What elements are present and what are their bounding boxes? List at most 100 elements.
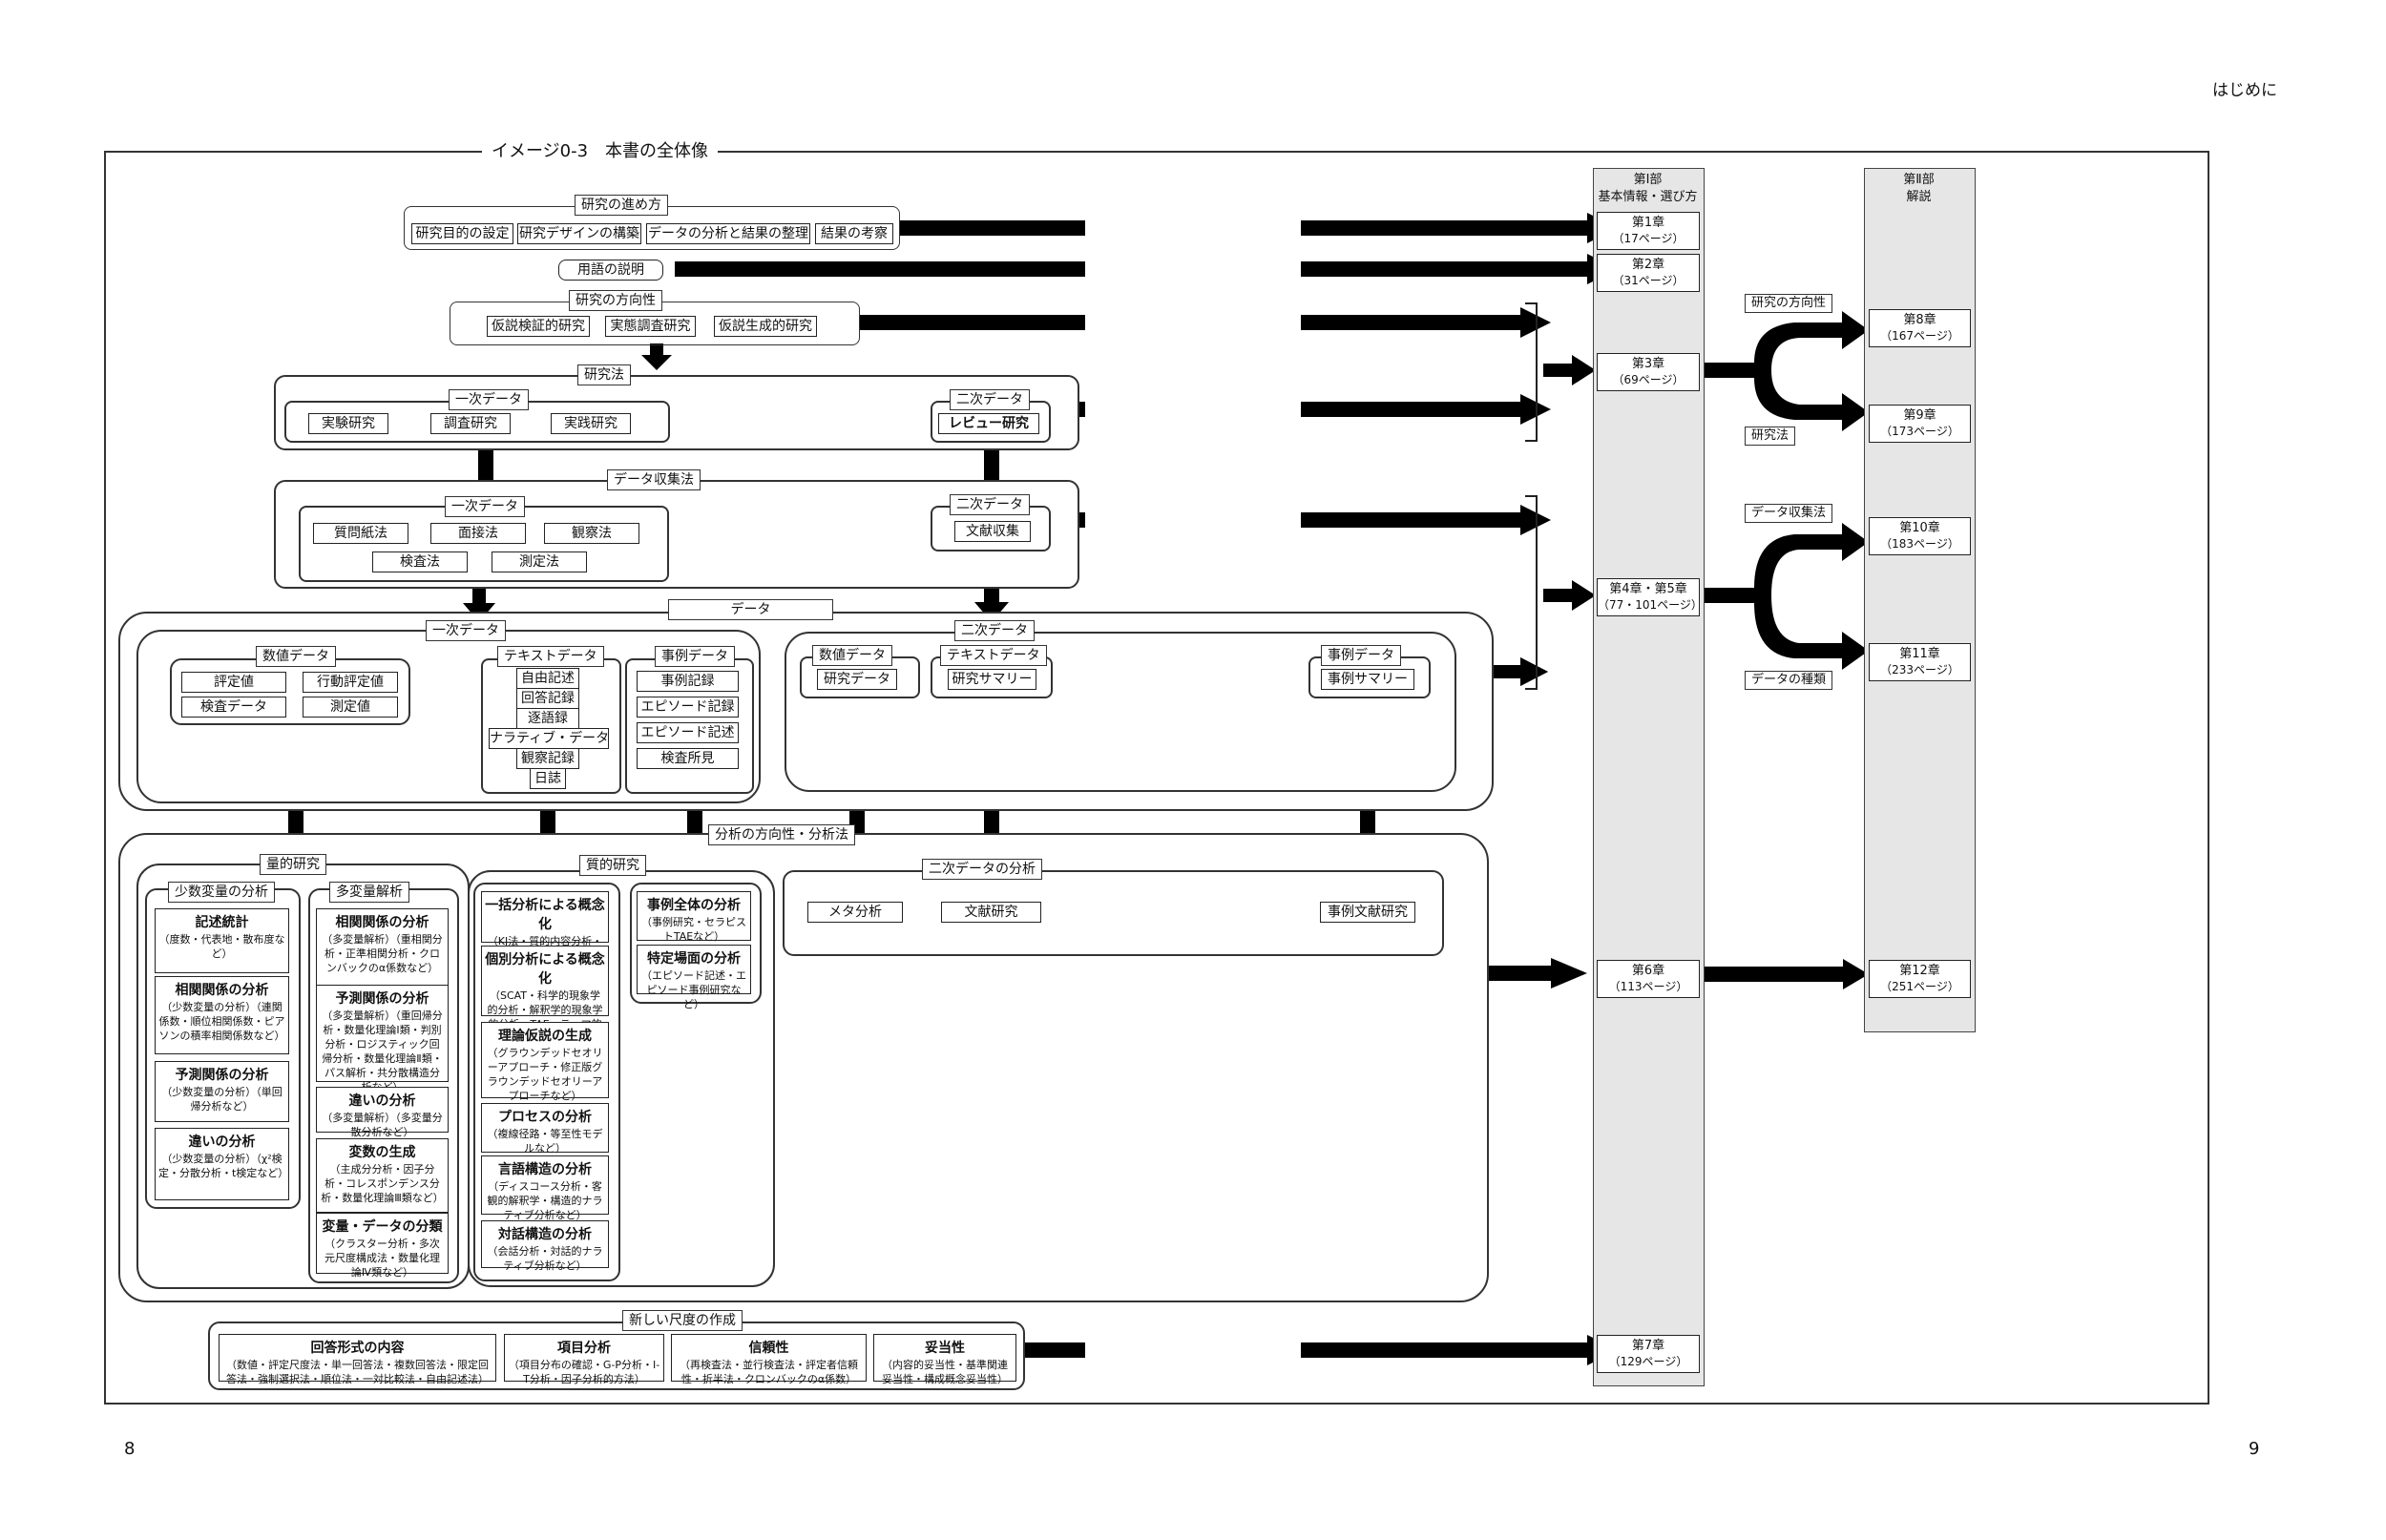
qual-block-4-title: プロセスの分析 xyxy=(498,1110,592,1125)
qual-case-block-2: 特定場面の分析（エピソード記述・エピソード事例研究など） xyxy=(637,945,751,1010)
analysis-header: 分析の方向性・分析法 xyxy=(708,824,855,845)
qual-block-4: プロセスの分析 （複線径路・等至性モデルなど） xyxy=(481,1103,609,1155)
chapter-3-box[interactable]: 第3章（69ページ） xyxy=(1597,353,1700,391)
sec-analysis-item-1: メタ分析 xyxy=(807,902,903,923)
numeric-item-3: 検査データ xyxy=(181,697,286,718)
few-var-block-1-title: 記述統計 xyxy=(195,915,249,930)
collection-primary-header: 一次データ xyxy=(445,496,525,517)
multi-var-header: 多変量解析 xyxy=(329,882,409,903)
multi-var-block-4-detail: （主成分分析・因子分析・コレスポンデンス分析・数量化理論Ⅲ類など） xyxy=(321,1163,444,1204)
scale-header: 新しい尺度の作成 xyxy=(622,1310,743,1331)
text-item-5: 観察記録 xyxy=(516,748,579,769)
text-item-6: 日誌 xyxy=(530,768,566,789)
numeric-item-2: 行動評定値 xyxy=(303,672,398,693)
text-item-3: 逐語録 xyxy=(516,708,579,729)
qual-block-2: 個別分析による概念化（SCAT・科学的現象学的分析・解釈学的現象学的分析・TAE… xyxy=(481,946,609,1045)
sec-numeric-item: 研究データ xyxy=(817,669,897,690)
qual-block-5-detail: （ディスコース分析・客観的解釈学・構造的ナラティブ分析など） xyxy=(487,1180,603,1221)
qual-block-1-title: 一括分析による概念化 xyxy=(485,898,605,932)
multi-var-block-1: 相関関係の分析（多変量解析）（重相関分析・正準相関分析・クロンバックのα係数など… xyxy=(316,908,449,998)
chapter-2-box[interactable]: 第2章（31ページ） xyxy=(1597,254,1700,292)
qual-block-4-detail: （複線径路・等至性モデルなど） xyxy=(487,1128,603,1155)
data-numeric-header: 数値データ xyxy=(256,646,336,667)
few-var-block-4-title: 違いの分析 xyxy=(188,1134,256,1150)
few-var-block-2-detail: （少数変量の分析）（連関係数・順位相関係数・ピアソンの積率相関係数など） xyxy=(158,1001,285,1042)
process-item-1: 研究目的の設定 xyxy=(411,223,513,244)
qual-block-5: 言語構造の分析 （ディスコース分析・客観的解釈学・構造的ナラティブ分析など） xyxy=(481,1155,609,1221)
data-sec-numeric-header: 数値データ xyxy=(812,645,892,666)
data-case-header: 事例データ xyxy=(655,646,735,667)
chapter-6-box[interactable]: 第6章（113ページ） xyxy=(1597,960,1700,998)
process-item-4: 結果の考察 xyxy=(815,223,893,244)
scale-block-2-detail: （項目分布の確認・G-P分析・I-T分析・因子分析的方法） xyxy=(508,1359,660,1385)
method-primary-header: 一次データ xyxy=(449,389,529,410)
numeric-item-4: 測定値 xyxy=(303,697,398,718)
sec-analysis-item-2: 文献研究 xyxy=(941,902,1041,923)
collection-item-3: 観察法 xyxy=(544,523,639,544)
case-item-4: 検査所見 xyxy=(637,748,739,769)
part1-panel xyxy=(1593,168,1705,1386)
branch-label-dtype: データの種類 xyxy=(1745,671,1833,690)
research-method-header: 研究法 xyxy=(577,364,631,385)
qual-header: 質的研究 xyxy=(579,855,646,876)
branch-label-direction: 研究の方向性 xyxy=(1745,294,1833,313)
chapter-8-box[interactable]: 第8章（167ページ） xyxy=(1869,309,1971,347)
few-var-block-2: 相関関係の分析 （少数変量の分析）（連関係数・順位相関係数・ピアソンの積率相関係数… xyxy=(155,976,289,1054)
few-var-block-1-detail: （度数・代表地・散布度など） xyxy=(158,933,285,960)
qual-case-block-2-title: 特定場面の分析 xyxy=(647,951,741,967)
multi-var-block-5-detail: （クラスター分析・多次元尺度構成法・数量化理論Ⅳ類など） xyxy=(324,1238,440,1279)
chapter-11-box[interactable]: 第11章（233ページ） xyxy=(1869,643,1971,681)
multi-var-block-4-title: 変数の生成 xyxy=(348,1145,416,1160)
chapter-10-box[interactable]: 第10章（183ページ） xyxy=(1869,517,1971,555)
method-secondary-item: レビュー研究 xyxy=(938,413,1039,434)
few-var-block-4: 違いの分析（少数変量の分析）（χ²検定・分散分析・t検定など） xyxy=(155,1128,289,1200)
chapter-12-box[interactable]: 第12章（251ページ） xyxy=(1869,960,1971,998)
qual-block-3-detail: （グラウンデッドセオリーアプローチ・修正版グラウンデッドセオリーアプローチなど） xyxy=(487,1047,603,1102)
few-var-block-3-title: 予測関係の分析 xyxy=(175,1068,269,1083)
method-item-1: 実験研究 xyxy=(308,413,388,434)
direction-item-3: 仮説生成的研究 xyxy=(714,316,817,337)
collection-item-4: 検査法 xyxy=(372,551,468,572)
data-text-header: テキストデータ xyxy=(497,646,604,667)
sec-analysis-header: 二次データの分析 xyxy=(922,859,1042,880)
multi-var-block-2: 予測関係の分析（多変量解析）（重回帰分析・数量化理論Ⅰ類・判別分析・ロジスティッ… xyxy=(316,985,449,1093)
scale-block-2: 項目分析 （項目分布の確認・G-P分析・I-T分析・因子分析的方法） xyxy=(504,1334,664,1385)
part2-label: 第Ⅱ部解説 xyxy=(1903,173,1935,204)
sec-case-item: 事例サマリー xyxy=(1321,669,1414,690)
method-item-2: 調査研究 xyxy=(430,413,511,434)
qual-block-5-title: 言語構造の分析 xyxy=(498,1162,592,1177)
collection-item-1: 質問紙法 xyxy=(313,523,408,544)
running-header: はじめに xyxy=(2212,81,2277,100)
case-item-1: 事例記録 xyxy=(637,671,739,692)
scale-block-4-detail: （内容的妥当性・基準関連妥当性・構成概念妥当性） xyxy=(882,1359,1008,1385)
direction-item-1: 仮説検証的研究 xyxy=(487,316,590,337)
collection-secondary-item: 文献収集 xyxy=(954,521,1031,542)
process-item-2: 研究デザインの構築 xyxy=(517,223,641,244)
chapter-4-5-box[interactable]: 第4章・第5章（77・101ページ） xyxy=(1597,578,1703,616)
text-item-1: 自由記述 xyxy=(516,668,579,689)
chapter-1-box[interactable]: 第1章（17ページ） xyxy=(1597,212,1700,250)
scale-block-4: 妥当性（内容的妥当性・基準関連妥当性・構成概念妥当性） xyxy=(873,1334,1016,1385)
few-var-header: 少数変量の分析 xyxy=(168,882,275,903)
multi-var-block-3-detail: （多変量解析）（多変量分散分析など） xyxy=(322,1112,443,1138)
research-process-header: 研究の進め方 xyxy=(575,195,668,216)
scale-block-2-title: 項目分析 xyxy=(557,1341,611,1356)
collection-item-5: 測定法 xyxy=(492,551,587,572)
text-item-4: ナラティブ・データ xyxy=(489,728,609,749)
chapter-7-box[interactable]: 第7章（129ページ） xyxy=(1597,1335,1700,1373)
data-secondary-header: 二次データ xyxy=(954,620,1035,641)
qual-case-block-1-detail: （事例研究・セラピストTAEなど） xyxy=(641,916,746,943)
few-var-block-2-title: 相関関係の分析 xyxy=(175,983,269,998)
qual-block-6: 対話構造の分析（会話分析・対話的ナラティブ分析など） xyxy=(481,1220,609,1272)
chapter-9-box[interactable]: 第9章（173ページ） xyxy=(1869,405,1971,443)
branch-label-method: 研究法 xyxy=(1745,427,1796,446)
few-var-block-3: 予測関係の分析（少数変量の分析）（単回帰分析など） xyxy=(155,1061,289,1122)
data-sec-case-header: 事例データ xyxy=(1321,645,1401,666)
collection-secondary-header: 二次データ xyxy=(950,494,1030,515)
sec-analysis-case: 事例文献研究 xyxy=(1320,902,1415,923)
sec-text-item: 研究サマリー xyxy=(948,669,1036,690)
quant-header: 量的研究 xyxy=(260,854,326,875)
multi-var-block-2-detail: （多変量解析）（重回帰分析・数量化理論Ⅰ類・判別分析・ロジスティック回帰分析・数… xyxy=(322,1009,443,1093)
multi-var-block-4: 変数の生成 （主成分分析・因子分析・コレスポンデンス分析・数量化理論Ⅲ類など） xyxy=(316,1138,449,1213)
figure-frame xyxy=(104,151,2209,1405)
